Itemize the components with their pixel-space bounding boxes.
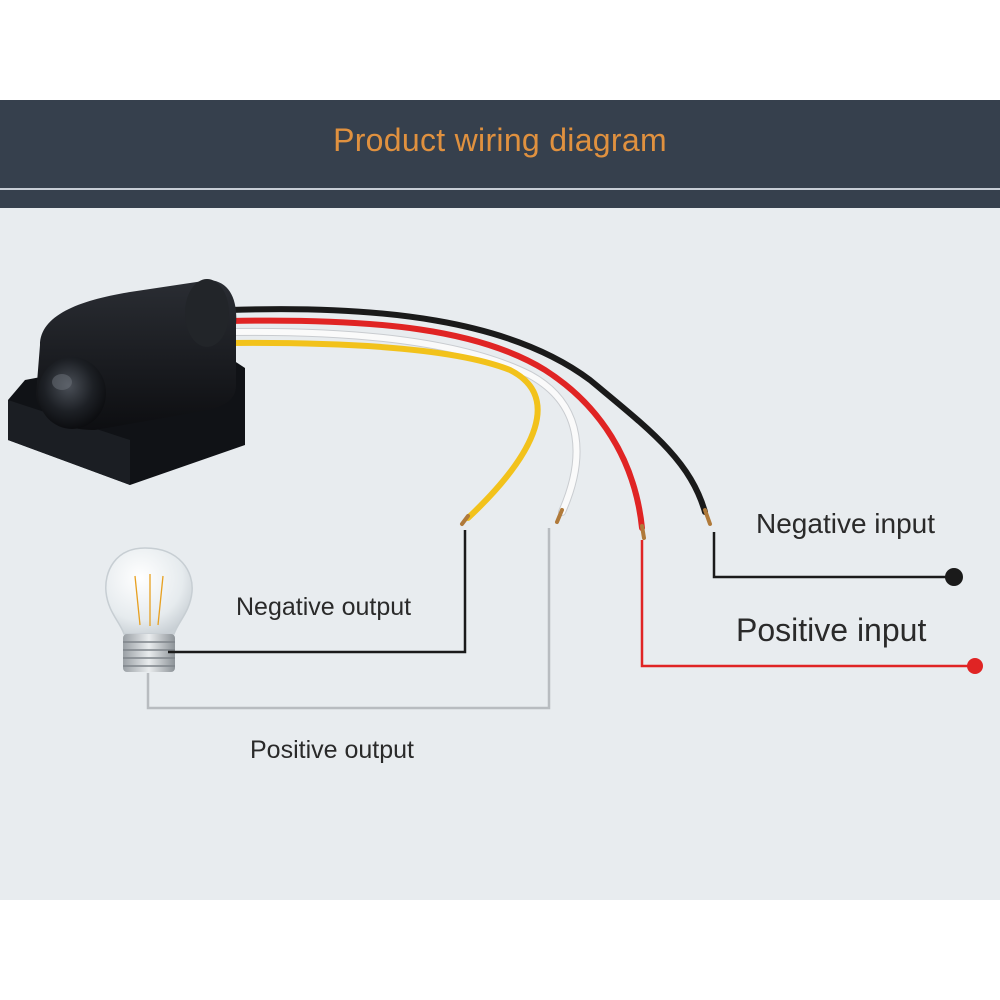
positive-input-terminal xyxy=(967,658,983,674)
positive-output-label: Positive output xyxy=(250,736,414,764)
red-wire xyxy=(227,317,645,531)
diagram-panel: Product wiring diagram xyxy=(0,100,1000,900)
positive-input-line xyxy=(640,540,972,668)
header-divider xyxy=(0,188,1000,190)
negative-input-terminal xyxy=(945,568,963,586)
negative-output-label: Negative output xyxy=(236,593,412,621)
pir-motion-sensor-icon xyxy=(8,279,245,485)
positive-input-label: Positive input xyxy=(736,612,927,648)
yellow-wire-tip xyxy=(460,514,470,526)
positive-output-line xyxy=(146,528,551,710)
black-wire-tip xyxy=(703,508,712,526)
white-wire-tip xyxy=(555,508,564,524)
negative-input-line xyxy=(712,532,950,579)
page-title: Product wiring diagram xyxy=(333,122,667,158)
header-band: Product wiring diagram xyxy=(0,100,1000,208)
wiring-diagram xyxy=(8,279,983,710)
yellow-wire xyxy=(227,339,541,521)
negative-output-line xyxy=(168,530,467,654)
white-wire xyxy=(227,328,580,515)
sensor-wires xyxy=(226,306,712,540)
red-wire-tip xyxy=(640,524,646,540)
black-wire xyxy=(227,306,708,515)
negative-input-label: Negative input xyxy=(756,508,936,539)
light-bulb-icon xyxy=(105,547,193,672)
